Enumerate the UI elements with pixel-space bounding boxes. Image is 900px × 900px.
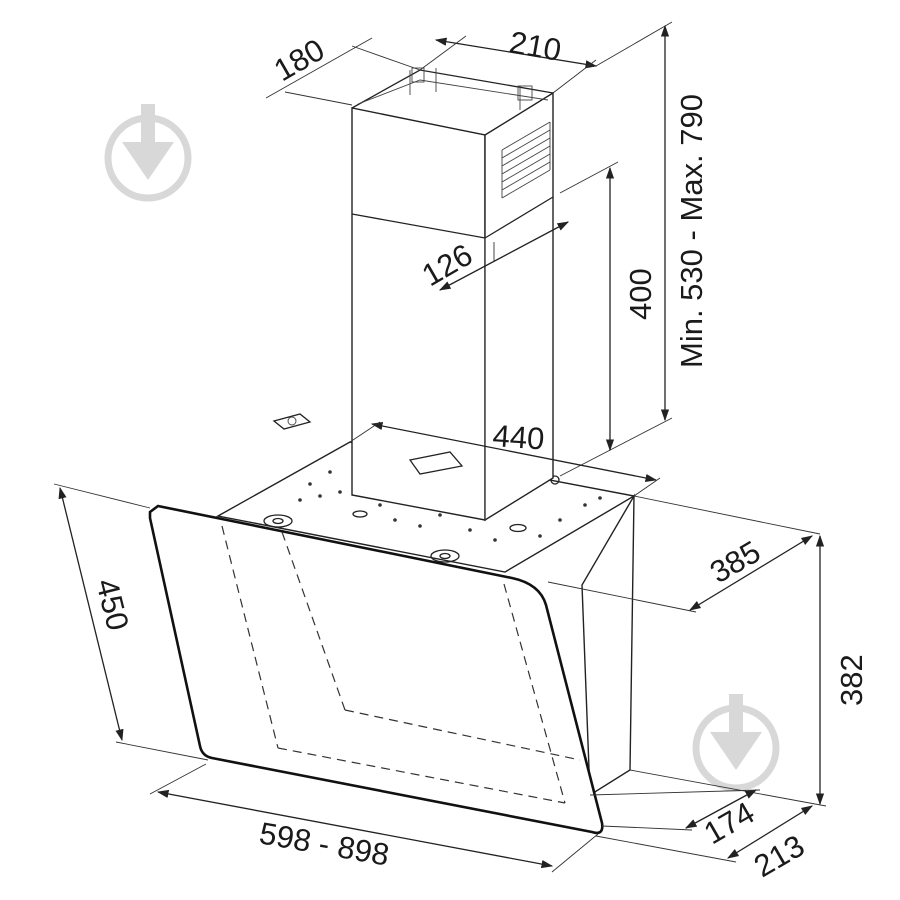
watermark-download-icon-right: [692, 694, 780, 792]
label-hood-height: 382: [834, 654, 869, 706]
dim-400: 400: [559, 161, 658, 452]
label-width-range: 598 - 898: [257, 815, 392, 872]
dim-440: 440: [349, 418, 661, 497]
label-chimney-width: 210: [507, 24, 564, 67]
label-lower-chimney-height: 400: [623, 268, 658, 320]
dim-210: 210: [419, 24, 598, 94]
chimney: [351, 67, 554, 522]
dim-174: 174: [589, 789, 760, 851]
dim-chimney-height-range: Min. 530 - Max. 790: [559, 21, 709, 477]
label-total-depth: 213: [748, 828, 810, 884]
dim-382: 382: [629, 534, 869, 807]
glass-panel: [148, 504, 604, 835]
label-chimney-height-range: Min. 530 - Max. 790: [674, 94, 709, 368]
label-bottom-depth: 174: [698, 795, 760, 851]
wall-bracket: [272, 413, 312, 430]
label-hood-depth-top: 440: [492, 418, 546, 457]
label-chimney-depth: 180: [268, 32, 330, 88]
dim-180: 180: [265, 32, 421, 106]
watermark-download-icon-left: [104, 104, 192, 202]
label-glass-height: 450: [89, 575, 135, 634]
chimney-vent-grille: [501, 121, 551, 199]
label-hood-depth-side: 385: [704, 534, 766, 590]
